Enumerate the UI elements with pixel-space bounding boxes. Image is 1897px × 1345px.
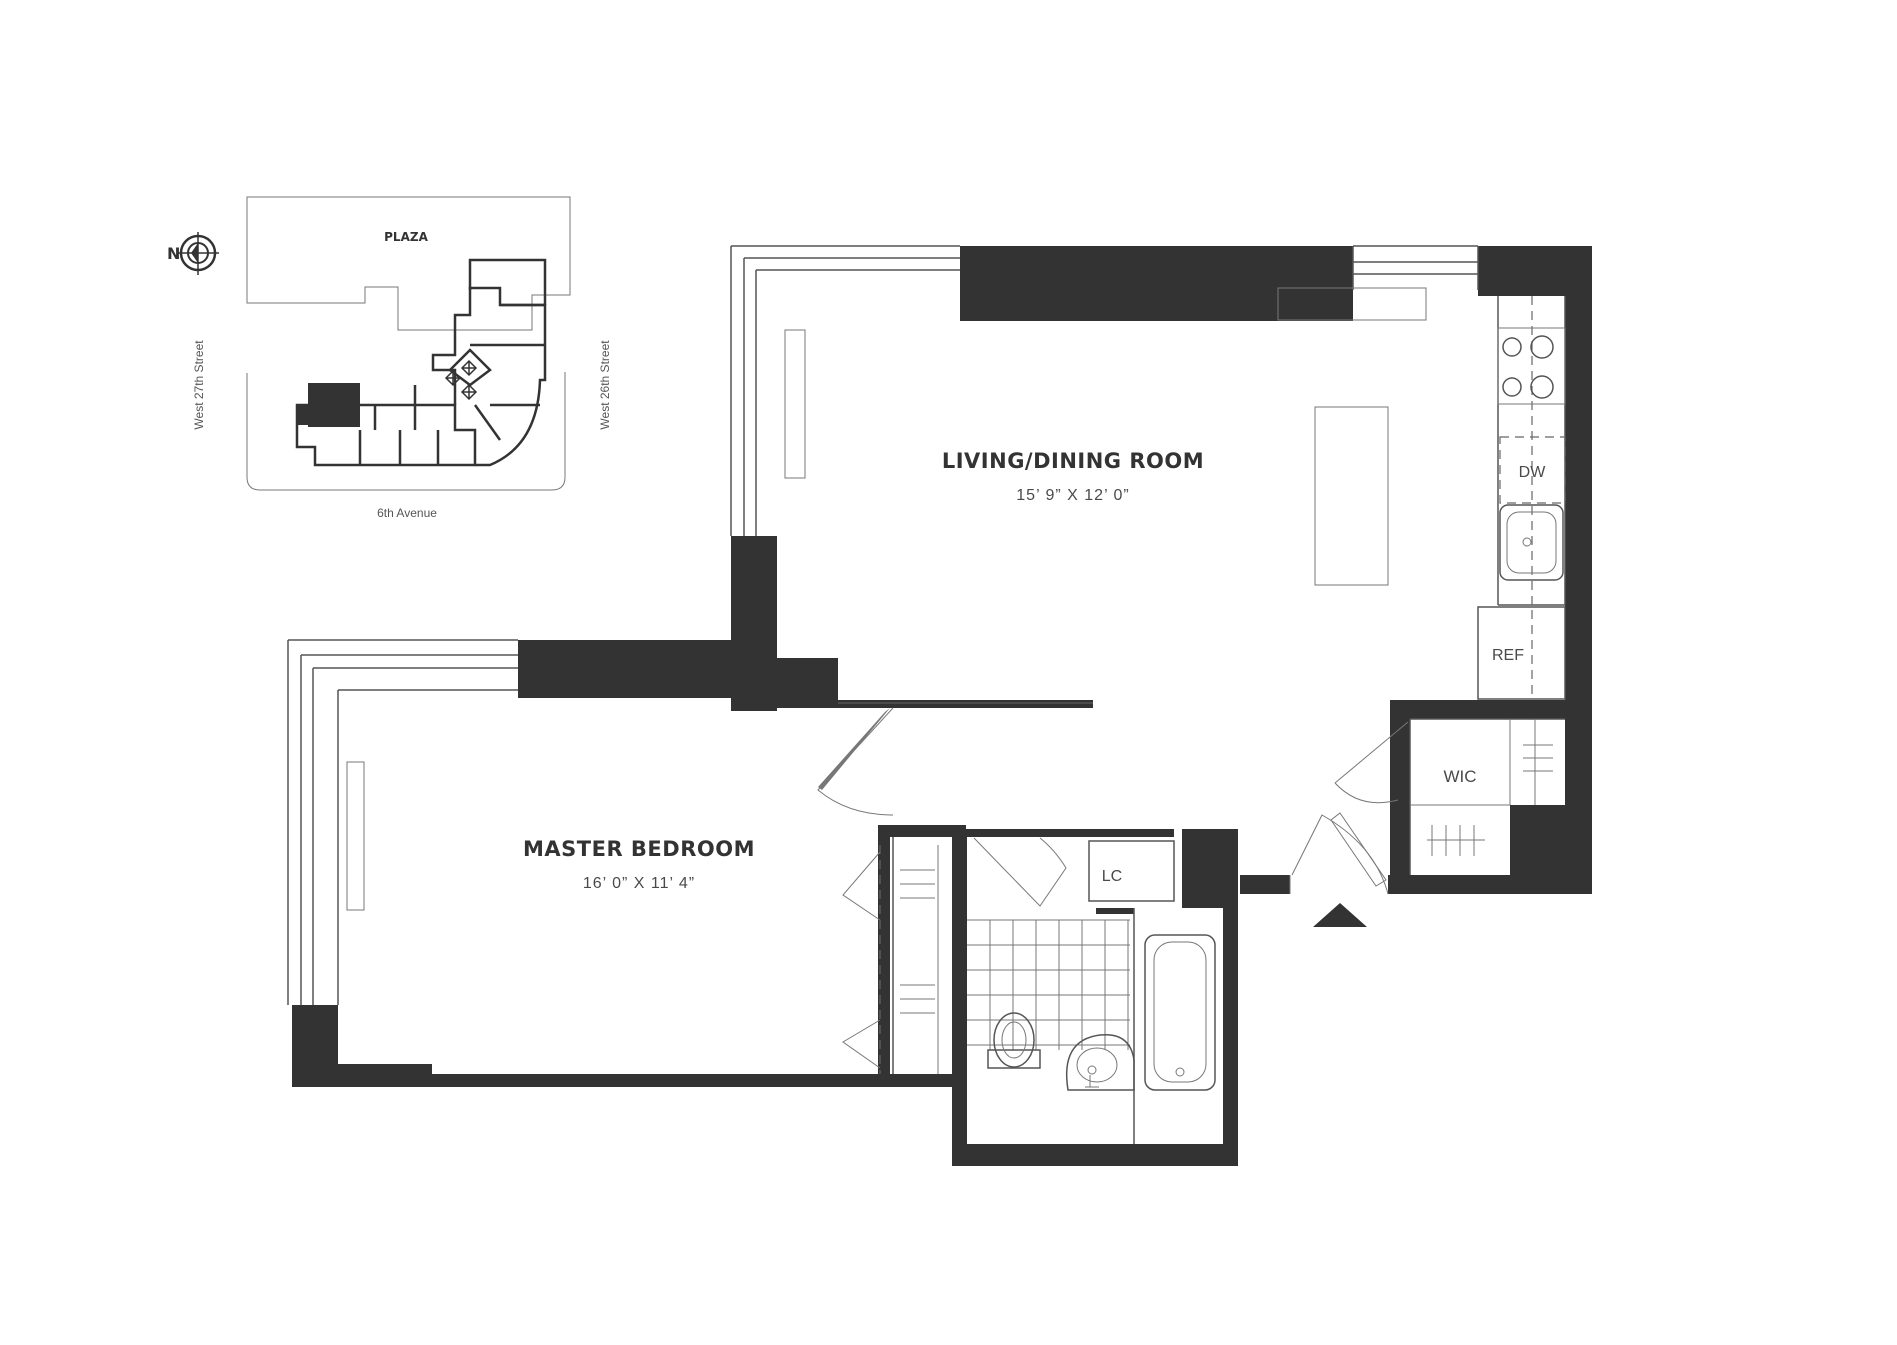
kitchen-island xyxy=(1314,406,1389,586)
building-footprint xyxy=(295,258,547,467)
living-dining-room-dimensions: 15’ 9” X 12’ 0” xyxy=(1016,487,1129,504)
unit-plan: LIVING/DINING ROOM 15’ 9” X 12’ 0” MASTE… xyxy=(287,245,1592,1166)
bathroom: LC xyxy=(967,837,1216,1144)
exterior-walls xyxy=(292,246,1592,1166)
window-bedroom xyxy=(287,639,518,1005)
north-label: N xyxy=(167,244,180,263)
linen-closet xyxy=(1088,840,1175,902)
plaza-label: PLAZA xyxy=(384,230,428,244)
cooktop-icon xyxy=(1497,327,1566,405)
toilet-icon xyxy=(987,1012,1041,1069)
compass-icon xyxy=(177,232,219,275)
walk-in-closet-label: WIC xyxy=(1443,767,1476,786)
entry-arrow-icon xyxy=(1313,903,1367,927)
west-27th-street-label: West 27th Street xyxy=(192,340,206,430)
dishwasher xyxy=(1499,436,1566,504)
bedroom-door xyxy=(817,707,894,816)
elevator-core-icon xyxy=(444,359,478,401)
bedroom-closet xyxy=(842,837,939,1074)
entry-door xyxy=(1289,812,1389,927)
bathtub-icon xyxy=(1144,934,1216,1091)
block-outline xyxy=(246,372,566,491)
master-bedroom-title: MASTER BEDROOM xyxy=(523,837,755,861)
closet-door-swing xyxy=(1334,721,1409,804)
tile-grid xyxy=(967,919,1130,1050)
west-26th-street-label: West 26th Street xyxy=(598,340,612,430)
sixth-avenue-label: 6th Avenue xyxy=(377,506,437,520)
master-bedroom-dimensions: 16’ 0” X 11’ 4” xyxy=(583,875,695,892)
kitchen-sink-icon xyxy=(1499,504,1564,581)
vanity-sink-icon xyxy=(1065,1033,1135,1091)
linen-closet-label: LC xyxy=(1102,868,1122,885)
window-living-north xyxy=(1277,245,1479,321)
walk-in-closet: WIC xyxy=(1334,718,1565,875)
window-living-west xyxy=(730,245,960,536)
plaza-outline xyxy=(246,196,571,331)
refrigerator-label: REF xyxy=(1492,647,1524,664)
bath-door-swing xyxy=(973,837,1067,907)
kitchen-counter: DW xyxy=(1497,296,1566,606)
living-dining-room-title: LIVING/DINING ROOM xyxy=(942,449,1204,473)
dishwasher-label: DW xyxy=(1519,464,1547,481)
refrigerator: REF xyxy=(1477,606,1566,700)
site-key-map: N PLAZA West 27th Street West 26th Stree… xyxy=(167,196,612,520)
